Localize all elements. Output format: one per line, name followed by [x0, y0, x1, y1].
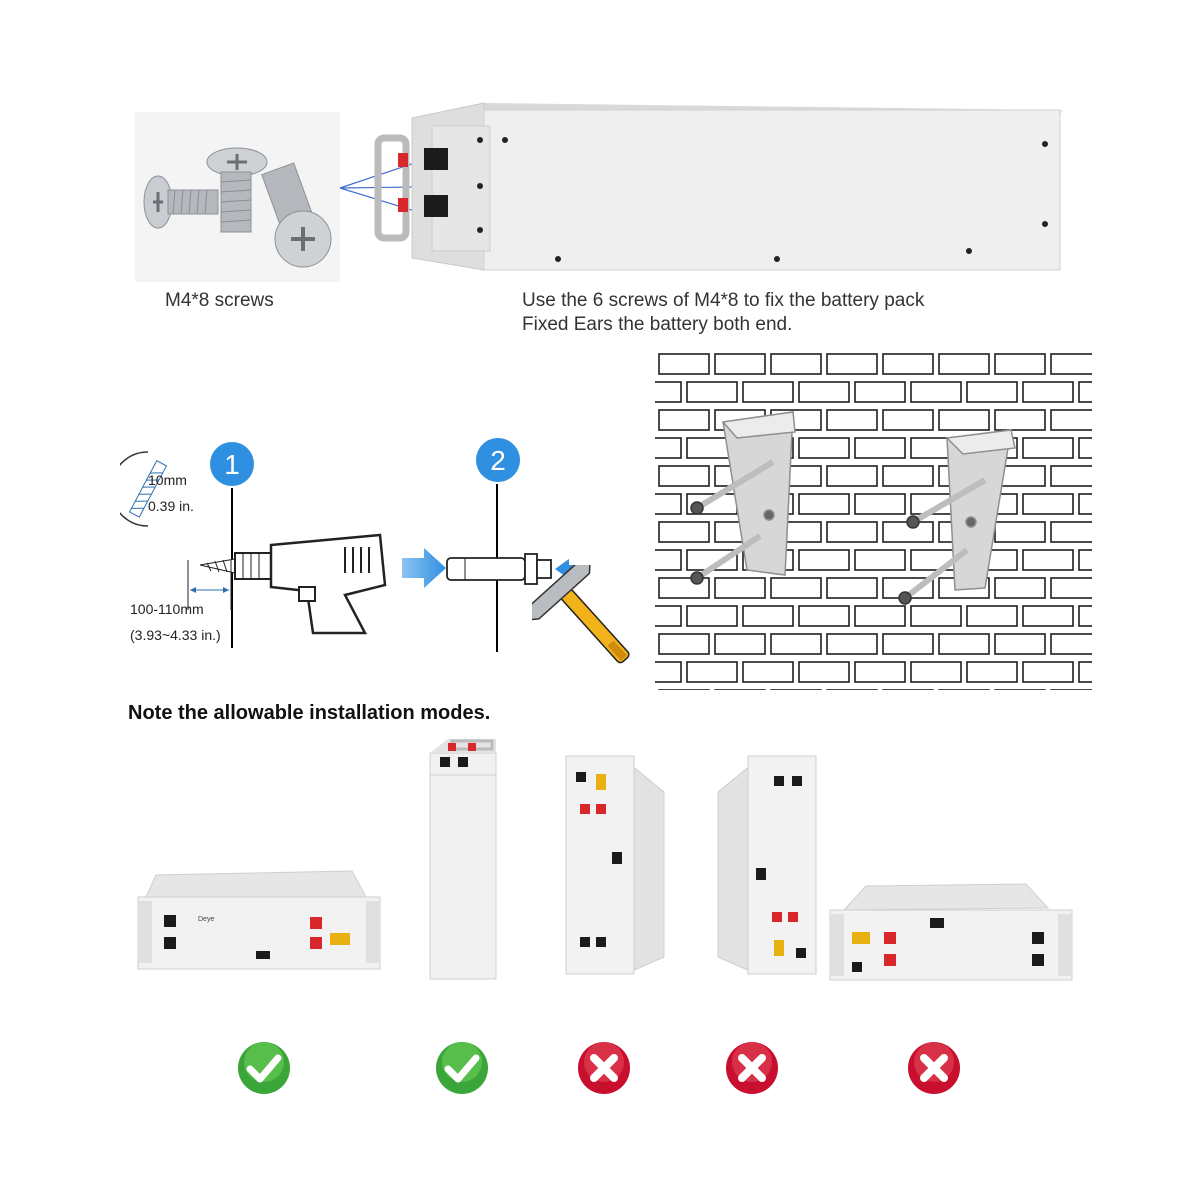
drill-bit-diameter-inset [120, 450, 210, 530]
step-1-badge: 1 [208, 440, 256, 488]
anchor-bolt [898, 477, 987, 605]
step-1-number: 1 [224, 449, 240, 480]
drill-depth-indicator [186, 560, 236, 612]
mode-5-battery-upside-down [826, 880, 1076, 985]
screw-icon [143, 175, 219, 229]
drill-icon [195, 525, 395, 640]
screw-icon [206, 147, 268, 233]
mode-3-battery-rotated [560, 752, 670, 977]
step-2-badge: 2 [474, 436, 522, 484]
screws-photo [135, 112, 340, 282]
drill-depth-in: (3.93~4.33 in.) [130, 627, 221, 643]
mode-2-battery-vertical [418, 735, 508, 980]
drill-diameter-mm: 10mm [148, 472, 187, 488]
hammer-icon [532, 565, 642, 680]
battery-pack-illustration [372, 98, 1067, 278]
mode-2-allowed-check-icon [434, 1040, 490, 1096]
anchor-bolt [690, 459, 775, 585]
anchor-bolt-icon [445, 548, 555, 593]
mode-5-forbidden-x-icon [906, 1040, 962, 1096]
wall-bracket [721, 411, 796, 576]
mode-4-battery-rotated [712, 752, 822, 977]
brand-label: Deye [198, 916, 214, 923]
wall-bracket-mounting-illustration [655, 350, 1092, 690]
screws-caption: M4*8 screws [165, 290, 274, 311]
instruction-line-1: Use the 6 screws of M4*8 to fix the batt… [522, 290, 925, 311]
screw-icon [261, 162, 332, 268]
next-step-arrow-icon [402, 546, 446, 590]
mode-3-forbidden-x-icon [576, 1040, 632, 1096]
drill-diameter-in: 0.39 in. [148, 498, 194, 514]
instruction-line-2: Fixed Ears the battery both end. [522, 314, 793, 335]
mode-1-battery-horizontal: Deye [134, 865, 384, 975]
drill-depth-mm: 100-110mm [130, 601, 204, 617]
installation-modes-title: Note the allowable installation modes. [128, 702, 491, 724]
mode-4-forbidden-x-icon [724, 1040, 780, 1096]
step-2-number: 2 [490, 445, 506, 476]
mode-1-allowed-check-icon [236, 1040, 292, 1096]
